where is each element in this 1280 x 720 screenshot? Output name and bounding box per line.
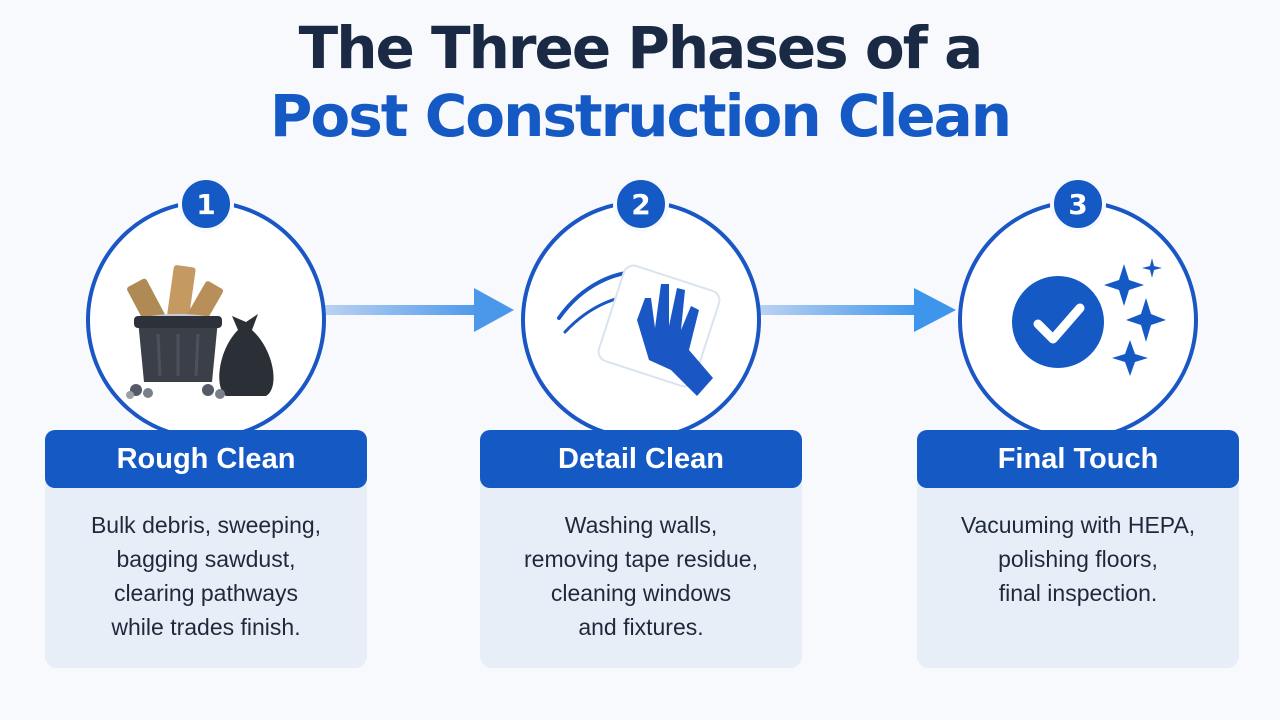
phase-detail-clean: 2 Detail Clean Washing walls, removing t…: [480, 176, 802, 670]
phase-card: Detail Clean Washing walls, removing tap…: [480, 430, 802, 668]
arrow-right-icon: [758, 288, 956, 332]
phase-number-badge: 2: [613, 176, 669, 232]
phase-number-badge: 1: [178, 176, 234, 232]
title-line-1: The Three Phases of a: [298, 14, 984, 82]
phase-heading: Final Touch: [917, 430, 1239, 488]
phase-description: Vacuuming with HEPA, polishing floors, f…: [960, 512, 1196, 606]
phase-circle: 2: [521, 176, 761, 440]
gloved-hand-wipe-icon: [557, 264, 721, 396]
phase-circle: 3: [958, 176, 1198, 440]
phase-rough-clean: 1 Rough Clean Bulk debris, sweeping, bag…: [45, 176, 367, 670]
phase-description: Washing walls, removing tape residue, cl…: [524, 512, 758, 640]
phase-heading: Rough Clean: [45, 430, 367, 488]
phase-circle: 1: [86, 176, 326, 440]
phase-description: Bulk debris, sweeping, bagging sawdust, …: [90, 512, 322, 640]
phase-final-touch: 3 Final Touch Vacuuming with HEPA, polis…: [917, 176, 1239, 670]
trash-bin-debris-icon: [126, 265, 274, 399]
arrow-right-icon: [322, 288, 514, 332]
title-line-2: Post Construction Clean: [269, 82, 1012, 150]
checkmark-sparkle-icon: [1012, 258, 1166, 376]
phase-heading: Detail Clean: [480, 430, 802, 488]
phase-card: Final Touch Vacuuming with HEPA, polishi…: [917, 430, 1239, 668]
phase-number-badge: 3: [1050, 176, 1106, 232]
phase-card: Rough Clean Bulk debris, sweeping, baggi…: [45, 430, 367, 668]
